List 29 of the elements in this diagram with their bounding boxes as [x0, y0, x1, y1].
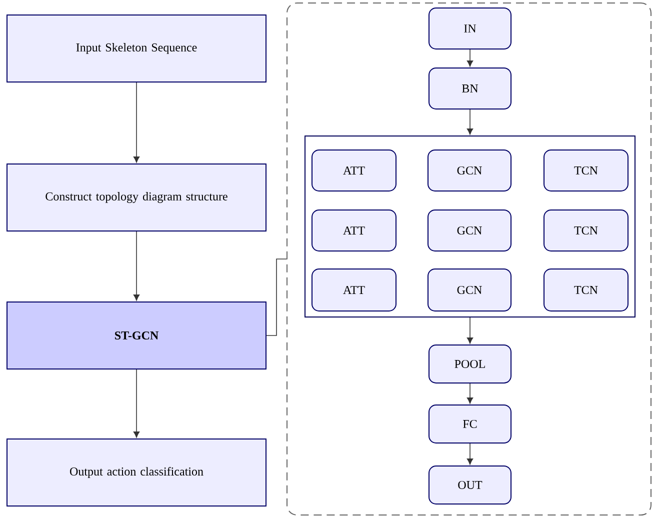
- arrow: [133, 231, 140, 301]
- process-box: ST-GCN: [6, 302, 266, 370]
- layer-box: ATT: [312, 150, 396, 192]
- arrow: [133, 82, 140, 163]
- arrow: [466, 443, 474, 465]
- layer-box: FC: [428, 404, 512, 444]
- layer-box: TCN: [544, 210, 628, 252]
- layer-box: GCN: [428, 268, 512, 312]
- arrow: [466, 109, 474, 135]
- arrow: [466, 317, 474, 344]
- process-box: Input Skeleton Sequence: [6, 14, 266, 82]
- layer-box: ATT: [312, 268, 396, 312]
- dashed-container: [286, 2, 652, 516]
- layer-box: TCN: [544, 268, 628, 312]
- module-frame: [304, 136, 636, 318]
- arrow: [133, 369, 140, 438]
- layer-box: ATT: [312, 210, 396, 252]
- layer-box: GCN: [428, 150, 512, 192]
- process-box: Output action classification: [6, 438, 266, 506]
- layer-box: OUT: [428, 466, 512, 504]
- layer-box: IN: [428, 8, 512, 50]
- layer-box: POOL: [428, 344, 512, 384]
- layer-box: TCN: [544, 150, 628, 192]
- connector-line: [266, 258, 287, 336]
- process-box: Construct topology diagram structure: [6, 164, 266, 232]
- arrow: [466, 383, 474, 404]
- layer-box: BN: [428, 68, 512, 110]
- arrow: [466, 49, 474, 67]
- layer-box: GCN: [428, 210, 512, 252]
